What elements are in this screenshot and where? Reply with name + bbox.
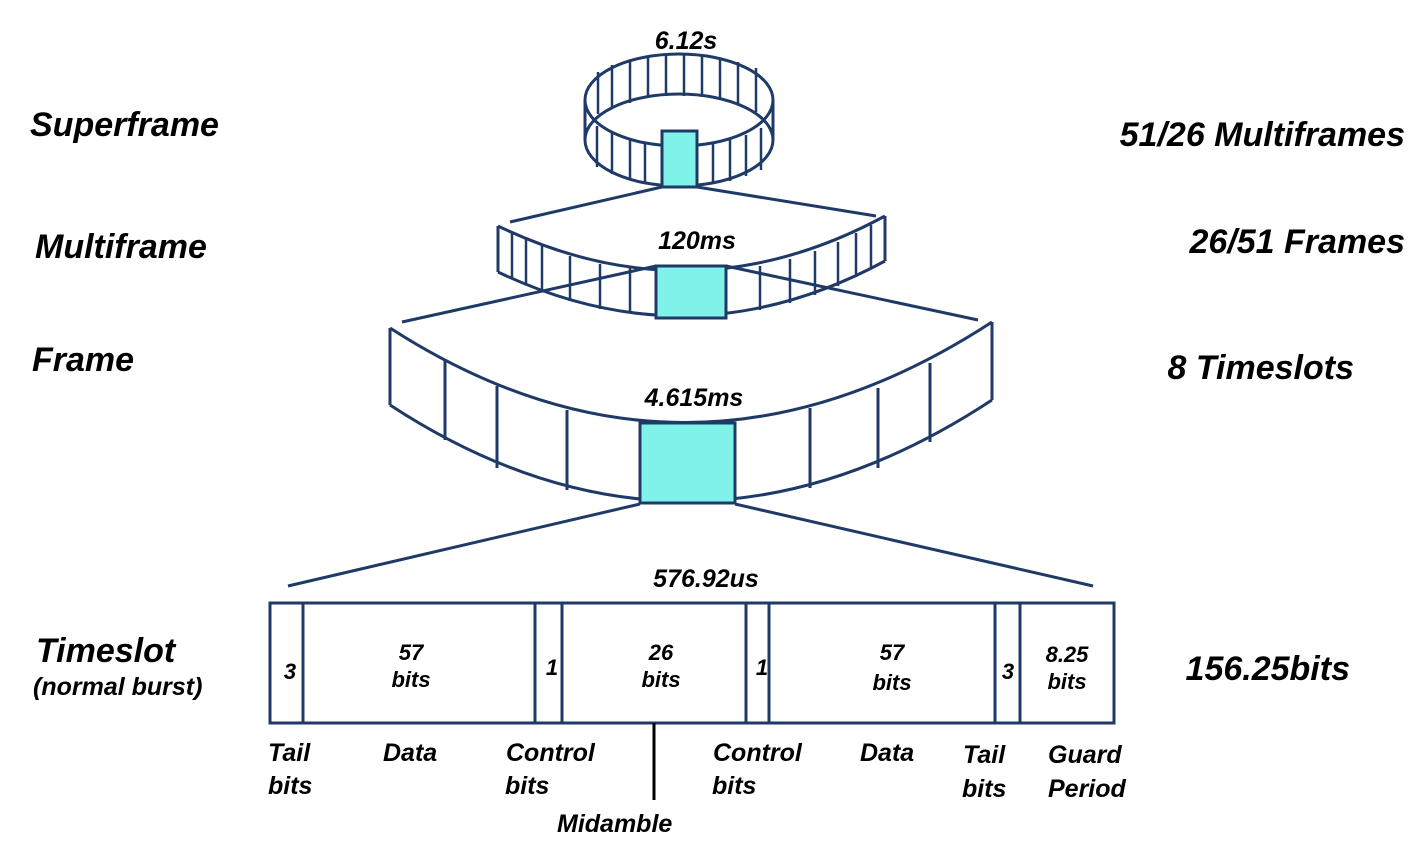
multiframe-label: Multiframe bbox=[35, 228, 207, 266]
burst-cell-midamble-unit: bits bbox=[641, 667, 680, 692]
burst-cell-guard-unit: bits bbox=[1047, 669, 1086, 694]
burst-cell-data-2-value: 57 bbox=[880, 640, 906, 665]
burst-cell-data-1-value: 57 bbox=[399, 640, 425, 665]
multiframe-contents: 26/51 Frames bbox=[1189, 223, 1406, 261]
superframe-highlight-slot bbox=[660, 129, 699, 189]
connector-left bbox=[287, 502, 641, 588]
field-label-data-1: Data bbox=[383, 739, 437, 767]
superframe-contents: 51/26 Multiframes bbox=[1120, 116, 1405, 154]
field-label-data-2: Data bbox=[860, 739, 914, 767]
connector-right bbox=[734, 502, 1094, 588]
timeslot-sublabel: (normal burst) bbox=[33, 673, 202, 701]
field-label-control-bits-1: Control bbox=[506, 739, 596, 767]
frame-contents: 8 Timeslots bbox=[1168, 349, 1354, 387]
burst-cell-data-2-unit: bits bbox=[872, 670, 911, 695]
connector-right bbox=[696, 185, 877, 218]
multiframe-highlight-slot bbox=[654, 264, 728, 320]
multiframe-duration: 120ms bbox=[658, 227, 736, 255]
field-label-tail-bits-1: Tail bbox=[268, 739, 311, 767]
burst-cell-tail-end: 3 bbox=[1002, 659, 1014, 684]
multiframe-band bbox=[496, 214, 887, 320]
field-label-tail-bits-2: Tail bbox=[963, 741, 1006, 769]
field-label-guard-period: Guard bbox=[1048, 741, 1122, 769]
field-label-tail-bits-1-line2: bits bbox=[268, 772, 313, 800]
burst-cell-control-2: 1 bbox=[756, 655, 768, 680]
burst-cell-tail-start: 3 bbox=[284, 659, 296, 684]
field-label-guard-period-line2: Period bbox=[1048, 775, 1127, 803]
superframe-duration: 6.12s bbox=[655, 27, 718, 55]
timeslot-contents: 156.25bits bbox=[1186, 650, 1350, 688]
timeslot-label: Timeslot bbox=[36, 632, 177, 670]
burst-field-labels: Tail bits Data Control bits Control bits… bbox=[268, 739, 1127, 838]
timeslot-burst: 3 57 bits 1 26 bits 1 57 bits 3 8.25 bit… bbox=[268, 601, 1116, 800]
timeslot-duration: 576.92us bbox=[653, 565, 759, 593]
frame-band bbox=[388, 320, 994, 505]
field-label-midamble: Midamble bbox=[557, 810, 672, 838]
frame-duration: 4.615ms bbox=[644, 384, 744, 412]
burst-cell-guard-value: 8.25 bbox=[1046, 642, 1090, 667]
field-label-control-bits-2-line2: bits bbox=[712, 772, 757, 800]
frame-highlight-slot bbox=[638, 421, 737, 505]
burst-outline bbox=[268, 601, 1116, 725]
field-label-control-bits-2: Control bbox=[713, 739, 803, 767]
superframe-label: Superframe bbox=[30, 106, 219, 144]
connector-left bbox=[509, 185, 663, 224]
connector-right bbox=[725, 264, 979, 322]
frame-label: Frame bbox=[32, 341, 134, 379]
superframe-cylinder bbox=[583, 52, 775, 189]
field-label-tail-bits-2-line2: bits bbox=[962, 775, 1007, 803]
burst-cell-control-1: 1 bbox=[546, 655, 558, 680]
burst-cell-midamble-value: 26 bbox=[648, 640, 674, 665]
connector-left bbox=[401, 264, 657, 324]
field-label-control-bits-1-line2: bits bbox=[505, 772, 550, 800]
burst-cell-data-1-unit: bits bbox=[391, 667, 430, 692]
